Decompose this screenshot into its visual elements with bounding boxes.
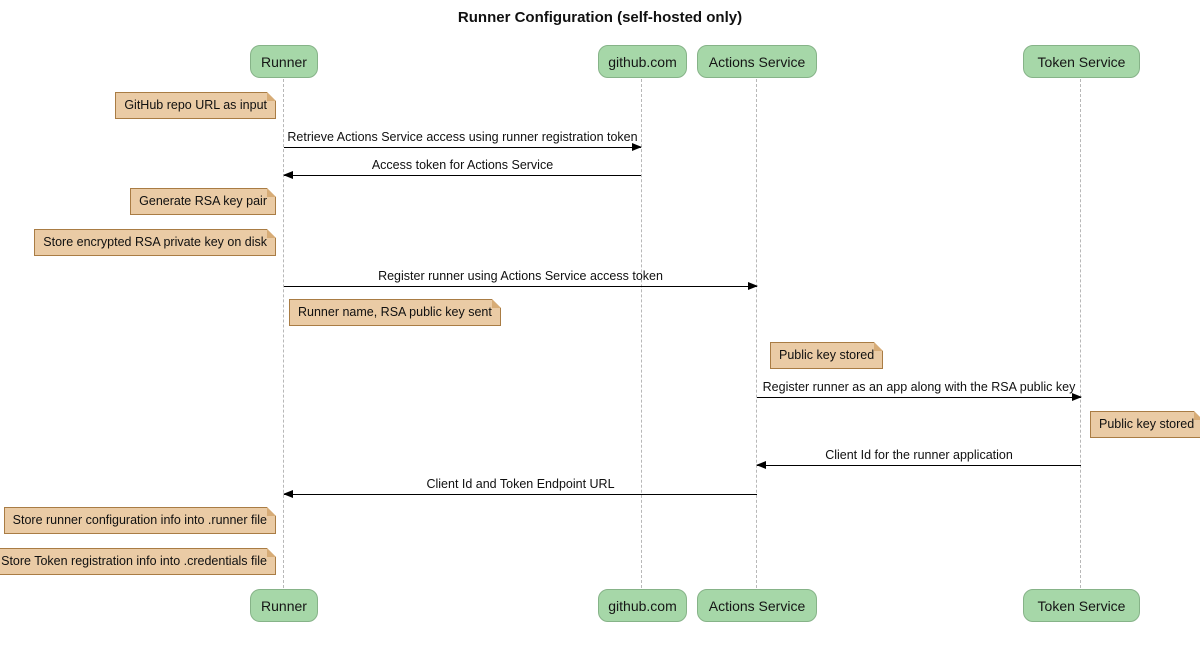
- message-line: [756, 461, 1081, 469]
- diagram-title: Runner Configuration (self-hosted only): [457, 9, 743, 26]
- participant-token-service-top-label: Token Service: [1037, 53, 1126, 70]
- message-register-runner-app-label: Register runner as an app along with the…: [762, 380, 1076, 394]
- arrowhead-left-icon: [283, 171, 293, 179]
- note-runner-name-sent: Runner name, RSA public key sent: [289, 299, 501, 326]
- message-retrieve-actions-access: Retrieve Actions Service access using ru…: [284, 130, 642, 151]
- participant-runner-top-label: Runner: [261, 53, 307, 70]
- message-client-id-endpoint: Client Id and Token Endpoint URL: [283, 477, 757, 498]
- arrowhead-left-icon: [283, 490, 293, 498]
- participant-github-top-label: github.com: [608, 53, 677, 70]
- arrowhead-right-icon: [1072, 393, 1082, 401]
- participant-runner-bottom: Runner: [250, 589, 318, 622]
- note-store-encrypted-key: Store encrypted RSA private key on disk: [34, 229, 276, 256]
- arrowhead-left-icon: [756, 461, 766, 469]
- message-line: [757, 393, 1082, 401]
- participant-github-bottom-label: github.com: [608, 597, 677, 614]
- participant-actions-service-bottom: Actions Service: [697, 589, 817, 622]
- participant-token-service-bottom: Token Service: [1023, 589, 1140, 622]
- participant-actions-service-bottom-label: Actions Service: [708, 597, 806, 614]
- participant-actions-service-top: Actions Service: [697, 45, 817, 78]
- participant-runner-top: Runner: [250, 45, 318, 78]
- note-store-token-registration: Store Token registration info into .cred…: [0, 548, 276, 575]
- arrowhead-right-icon: [632, 143, 642, 151]
- participant-actions-service-top-label: Actions Service: [708, 53, 806, 70]
- message-register-runner-app: Register runner as an app along with the…: [757, 380, 1082, 401]
- lifeline-actions-service: [756, 79, 757, 588]
- message-line: [283, 490, 757, 498]
- note-public-key-stored-token: Public key stored: [1090, 411, 1200, 438]
- participant-runner-bottom-label: Runner: [261, 597, 307, 614]
- message-line: [284, 143, 642, 151]
- message-access-token-label: Access token for Actions Service: [371, 158, 554, 172]
- message-access-token: Access token for Actions Service: [283, 158, 641, 179]
- message-retrieve-actions-access-label: Retrieve Actions Service access using ru…: [287, 130, 638, 144]
- message-client-id-endpoint-label: Client Id and Token Endpoint URL: [426, 477, 615, 491]
- message-line: [284, 282, 758, 290]
- message-register-runner-label: Register runner using Actions Service ac…: [378, 269, 663, 283]
- note-store-runner-config: Store runner configuration info into .ru…: [3, 507, 277, 534]
- message-client-id-runner-app-label: Client Id for the runner application: [825, 448, 1013, 462]
- note-generate-rsa-key: Generate RSA key pair: [130, 188, 276, 215]
- message-client-id-runner-app: Client Id for the runner application: [756, 448, 1081, 469]
- note-public-key-stored-actions: Public key stored: [770, 342, 884, 369]
- lifeline-github: [641, 79, 642, 588]
- lifeline-token-service: [1080, 79, 1081, 588]
- arrowhead-right-icon: [748, 282, 758, 290]
- participant-token-service-bottom-label: Token Service: [1037, 597, 1126, 614]
- lifeline-runner: [283, 79, 284, 588]
- participant-token-service-top: Token Service: [1023, 45, 1140, 78]
- note-github-repo-url: GitHub repo URL as input: [115, 92, 276, 119]
- participant-github-bottom: github.com: [598, 589, 687, 622]
- participant-github-top: github.com: [598, 45, 687, 78]
- message-register-runner: Register runner using Actions Service ac…: [284, 269, 758, 290]
- message-line: [283, 171, 641, 179]
